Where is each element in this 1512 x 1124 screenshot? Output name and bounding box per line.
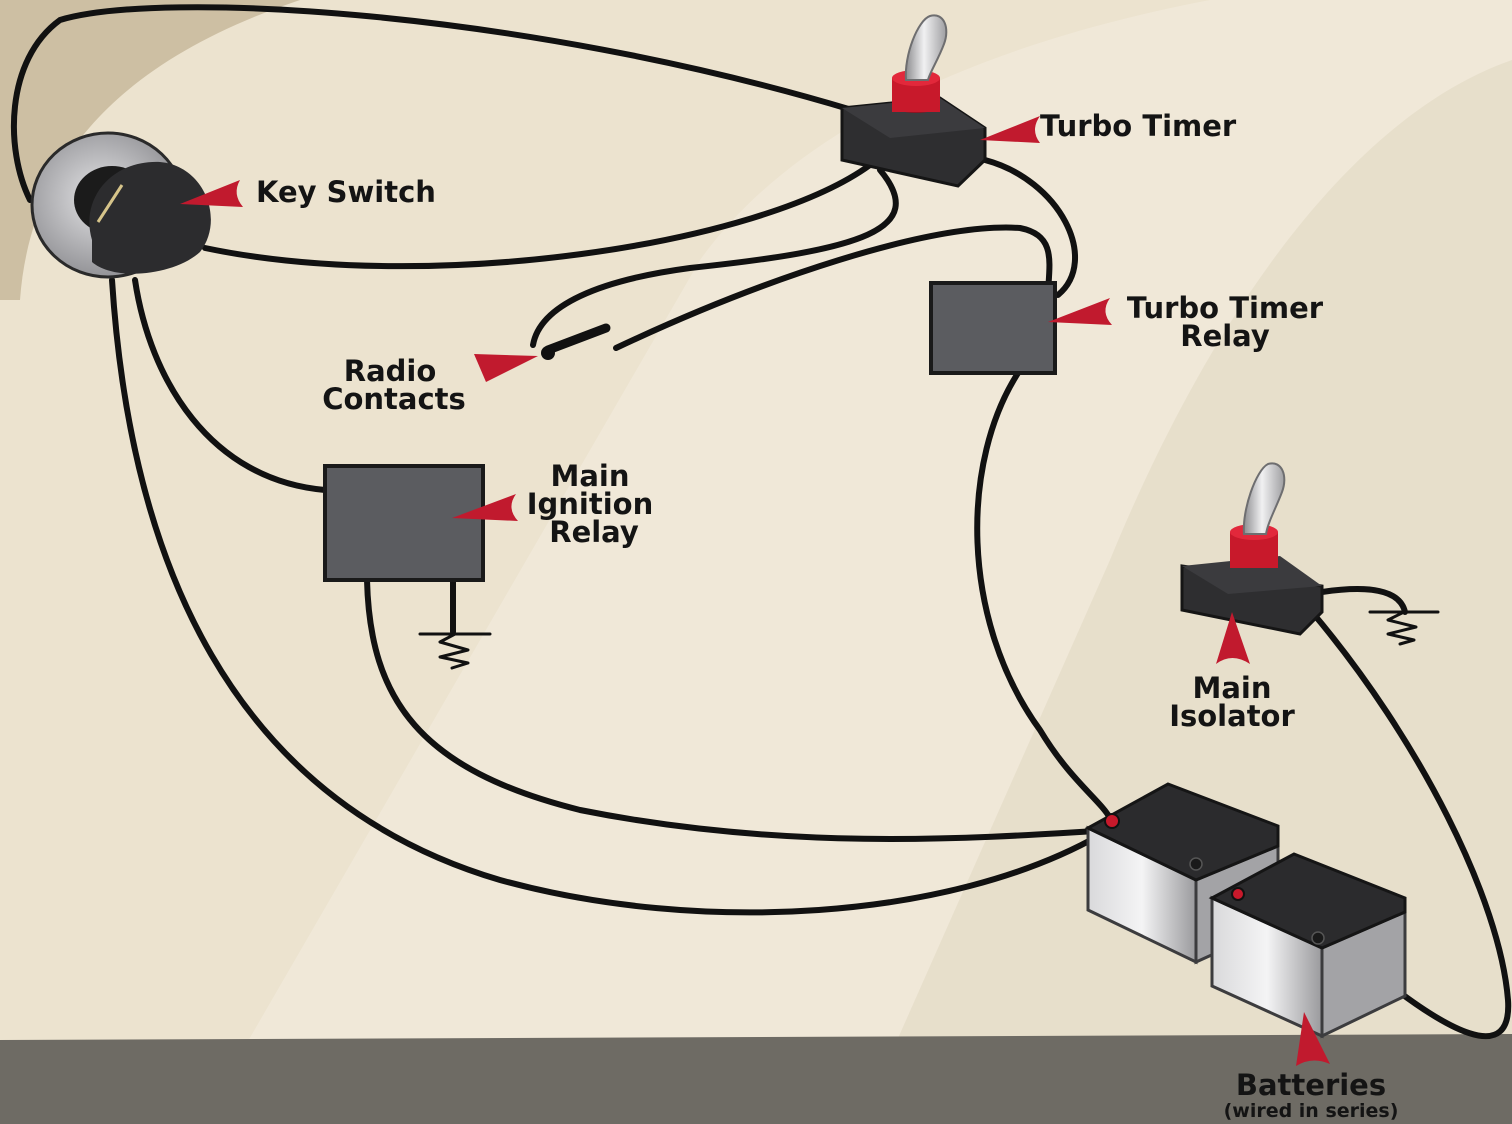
- wire-turbo-timer-to-key-switch-top: [10, 4, 855, 203]
- wire-isolator-to-ground: [1319, 586, 1408, 615]
- wire-key-switch-to-turbo-timer: [202, 162, 873, 270]
- callout-arrow-icon: [474, 354, 538, 382]
- callout-arrow-icon: [980, 116, 1040, 143]
- label-main-isolator-line1: Main: [1192, 671, 1271, 705]
- label-key-switch: Key Switch: [256, 175, 436, 209]
- radio-contacts-icon: [541, 323, 611, 360]
- callout-arrow-icon: [452, 494, 518, 521]
- label-main-ignition-relay-line1: Main: [550, 459, 629, 493]
- battery-icon: [1208, 852, 1407, 1039]
- main-isolator-toggle-icon: [1180, 462, 1324, 636]
- wire-ignition-relay-to-battery: [364, 577, 1113, 842]
- label-turbo-timer-relay-line2: Relay: [1180, 319, 1270, 353]
- wire-isolator-to-battery: [1309, 609, 1512, 1040]
- callout-arrows: [180, 116, 1330, 1066]
- wire-radio-contact-a: [530, 167, 899, 348]
- callout-arrow-icon: [180, 180, 243, 207]
- label-batteries: Batteries: [1236, 1068, 1386, 1102]
- label-main-ignition-relay-line3: Relay: [549, 515, 639, 549]
- label-turbo-timer: Turbo Timer: [1040, 109, 1237, 143]
- turbo-timer-toggle-icon: [840, 14, 987, 188]
- callout-arrow-icon: [1048, 298, 1112, 325]
- label-main-isolator-line2: Isolator: [1169, 699, 1295, 733]
- label-main-ignition-relay-line2: Ignition: [527, 487, 654, 521]
- key-switch-icon: [30, 131, 211, 279]
- ground-symbol-icon: [1368, 610, 1440, 646]
- wire-key-switch-to-battery: [109, 277, 1103, 916]
- floor-band: [0, 1034, 1512, 1124]
- callout-arrow-icon: [1296, 1012, 1330, 1066]
- label-radio-contacts-line1: Radio: [344, 354, 437, 388]
- label-batteries-note: (wired in series): [1224, 1100, 1399, 1122]
- ground-symbol-icon: [418, 632, 492, 670]
- wires: [10, 4, 1512, 1040]
- turbo-timer-relay-icon: [929, 281, 1057, 375]
- wire-turbo-timer-to-relay: [982, 157, 1078, 298]
- main-ignition-relay-icon: [323, 464, 485, 582]
- label-radio-contacts-line2: Contacts: [322, 382, 466, 416]
- wire-radio-contact-b: [613, 224, 1053, 351]
- wire-relay-to-battery: [974, 367, 1113, 821]
- wire-key-switch-to-ignition-relay: [132, 277, 328, 493]
- callout-arrow-icon: [1216, 612, 1250, 664]
- label-turbo-timer-relay-line1: Turbo Timer: [1127, 291, 1324, 325]
